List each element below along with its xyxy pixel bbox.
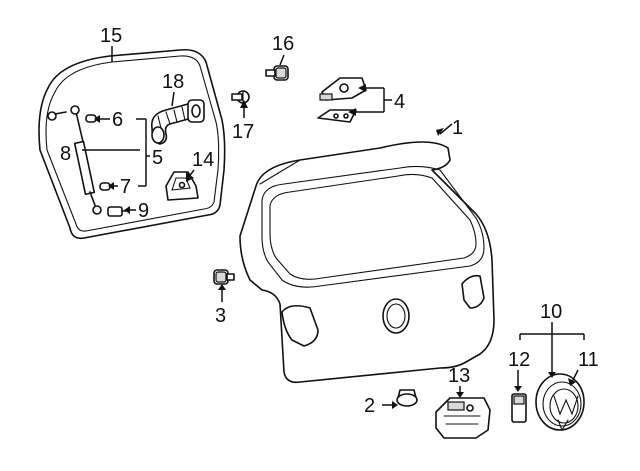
callout-13: 13: [448, 365, 470, 387]
bolt-16: [265, 65, 289, 81]
callout-8: 8: [60, 143, 71, 165]
callout-18: 18: [162, 71, 184, 93]
callout-10: 10: [540, 301, 562, 323]
leaders: [82, 46, 585, 409]
handle-switch: [511, 393, 527, 423]
callout-6: 6: [112, 109, 123, 131]
callout-11: 11: [578, 349, 599, 371]
bolt-3: [213, 269, 235, 285]
callout-labels: 15 16 18 17 4 1 6 5 8 7 9 14 3 2 13 10 1…: [60, 25, 599, 417]
bumper-stop: [396, 389, 418, 407]
clip-17: [231, 90, 250, 104]
wiring-grommet: [150, 99, 205, 145]
callout-2: 2: [364, 395, 375, 417]
callout-7: 7: [120, 176, 131, 198]
callout-1: 1: [452, 117, 463, 139]
callout-4: 4: [394, 91, 405, 113]
callout-3: 3: [215, 305, 226, 327]
callout-14: 14: [192, 149, 214, 171]
emblem-handle: [535, 373, 585, 432]
callout-5: 5: [152, 147, 163, 169]
callout-17: 17: [232, 121, 254, 143]
callout-15: 15: [100, 25, 122, 47]
screw-top-left: [47, 111, 67, 121]
ball-stud-upper: [85, 114, 97, 123]
bolt-9: [107, 206, 129, 217]
callout-9: 9: [138, 200, 149, 222]
callout-16: 16: [272, 33, 294, 55]
hinge-upper: [319, 77, 367, 101]
lock-actuator: [435, 397, 491, 439]
gas-strut: [70, 105, 102, 215]
liftgate: [239, 141, 495, 384]
callout-12: 12: [508, 349, 530, 371]
ball-stud-lower: [99, 182, 111, 191]
